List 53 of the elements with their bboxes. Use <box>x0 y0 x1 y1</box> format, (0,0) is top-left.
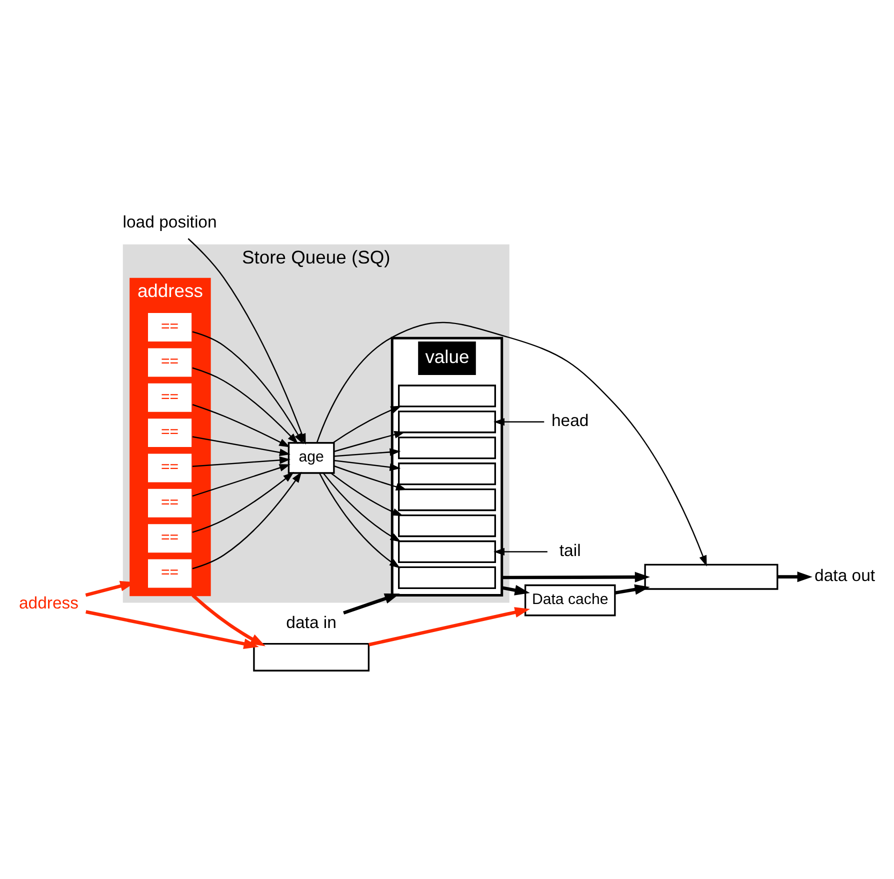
node-box <box>398 384 496 408</box>
arrow <box>368 607 530 646</box>
node-box: == <box>146 311 194 344</box>
node-text: head <box>551 411 589 430</box>
node-text: data out <box>814 566 876 586</box>
arrow <box>192 594 266 646</box>
node-box: == <box>146 522 194 554</box>
node-box: Data cache <box>524 584 616 616</box>
node-box: == <box>146 346 194 378</box>
arrow <box>334 460 401 471</box>
node-text: tail <box>559 540 581 560</box>
arrow <box>322 472 402 542</box>
arrow <box>192 367 298 444</box>
arrow <box>192 464 290 497</box>
node-box <box>398 514 496 538</box>
arrow <box>330 472 404 516</box>
node-text: address <box>18 594 79 613</box>
node-box: == <box>146 452 194 484</box>
node-text: data in <box>286 612 336 632</box>
node-box <box>398 410 496 434</box>
node-box: == <box>146 558 194 590</box>
arrow <box>334 448 401 457</box>
arrow <box>192 331 304 444</box>
node-trapezoid <box>644 564 778 590</box>
arrow <box>316 322 707 566</box>
node-box <box>398 488 496 512</box>
arrow <box>334 430 406 452</box>
node-box <box>398 462 496 486</box>
arrow <box>778 572 812 582</box>
node-invtrapezoid <box>253 643 370 672</box>
node-text: load position <box>122 212 217 232</box>
arrow <box>192 456 290 468</box>
node-box <box>398 566 496 589</box>
node-box: age <box>288 442 335 474</box>
arrow <box>502 585 530 596</box>
arrow <box>614 584 650 595</box>
node-box <box>398 540 496 564</box>
arrow <box>494 418 544 426</box>
arrow <box>502 572 650 582</box>
arrow <box>192 436 290 456</box>
node-box: == <box>146 487 194 520</box>
node-box: == <box>146 416 194 449</box>
arrow <box>334 465 407 491</box>
node-box <box>398 436 496 460</box>
arrow <box>343 594 400 615</box>
arrow <box>192 472 294 533</box>
arrow <box>192 472 302 570</box>
arrow <box>332 406 402 444</box>
arrow <box>494 548 548 556</box>
node-box: == <box>146 382 194 414</box>
arrow <box>318 472 400 568</box>
arrow <box>192 404 290 448</box>
arrow <box>86 610 259 650</box>
